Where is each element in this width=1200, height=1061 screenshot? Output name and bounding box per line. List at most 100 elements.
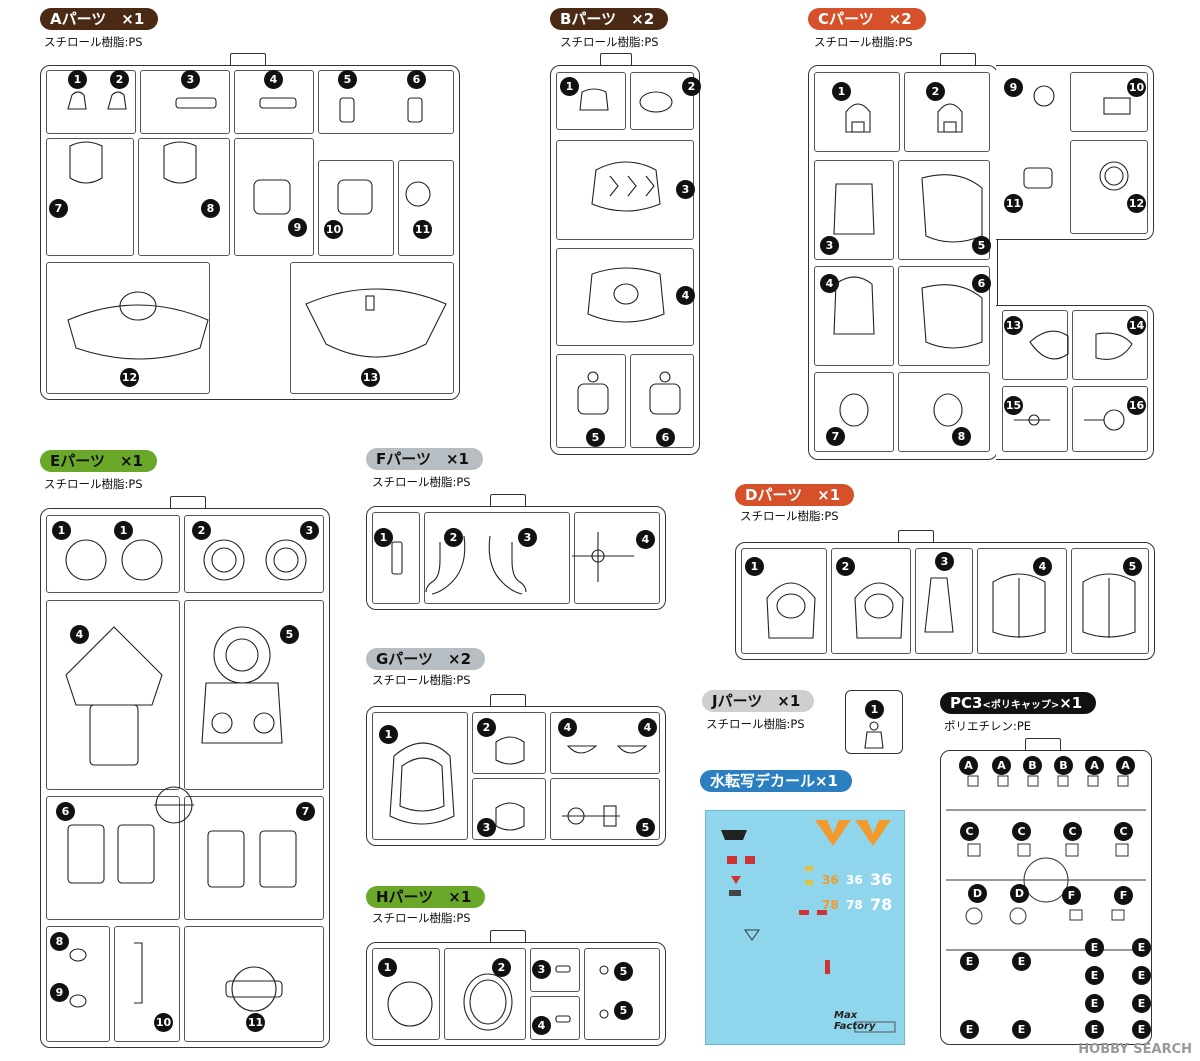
part-number: 1 xyxy=(560,77,579,96)
part-number: 1 xyxy=(865,700,884,719)
pc3-label-b: B xyxy=(1054,756,1073,775)
sheet-c-cell xyxy=(1070,72,1148,132)
part-number: 2 xyxy=(492,958,511,977)
part-shape xyxy=(389,736,648,831)
part-number: 3 xyxy=(820,236,839,255)
sheet-g-gate xyxy=(490,694,526,706)
part-number: 3 xyxy=(676,180,695,199)
sheet-h-frame xyxy=(366,942,666,1046)
sheet-a-cell xyxy=(138,138,230,256)
pc3-label-b: B xyxy=(1023,756,1042,775)
sheet-c-cell xyxy=(1070,140,1148,234)
part-shape xyxy=(833,85,1133,431)
part-number: 1 xyxy=(68,70,87,89)
part-number: 1 xyxy=(832,82,851,101)
sheet-d-cell xyxy=(741,548,827,654)
part-number: 12 xyxy=(120,368,139,387)
part-number: 4 xyxy=(1033,557,1052,576)
part-number: 9 xyxy=(1004,78,1023,97)
sheet-c-cell xyxy=(898,160,990,260)
part-number: 5 xyxy=(636,818,655,837)
sheet-b-cell xyxy=(630,72,694,130)
sheet-b-cell xyxy=(556,72,626,130)
part-number: 2 xyxy=(836,557,855,576)
sheet-c-label: Cパーツ ×2 xyxy=(808,8,926,30)
sheet-a-cell xyxy=(234,138,314,256)
part-number: 1 xyxy=(114,521,133,540)
sheet-a-cell xyxy=(46,138,134,256)
part-number: 2 xyxy=(926,82,945,101)
decal-number: 36 xyxy=(822,873,839,887)
part-number: 8 xyxy=(201,199,220,218)
part-number: 3 xyxy=(532,960,551,979)
part-number: 4 xyxy=(638,718,657,737)
sheet-c-cell xyxy=(1072,310,1148,380)
part-number: 4 xyxy=(70,625,89,644)
part-number: 4 xyxy=(676,286,695,305)
sheet-e-cell xyxy=(184,600,324,790)
pc3-label-e: E xyxy=(1085,966,1104,985)
sheet-h-cell xyxy=(372,948,440,1040)
sheet-e-cell xyxy=(46,926,110,1042)
pc3-sub: <ポリキャップ> xyxy=(982,700,1060,711)
sheet-g-label: Gパーツ ×2 xyxy=(366,648,486,670)
pc3-label-e: E xyxy=(1085,994,1104,1013)
sheet-a-cell xyxy=(290,262,454,394)
sheet-pc3-label: PC3<ポリキャップ>×1 xyxy=(940,692,1097,714)
part-number: 1 xyxy=(374,528,393,547)
part-number: 11 xyxy=(413,220,432,239)
pc3-label-a: A xyxy=(1085,756,1104,775)
part-number: 5 xyxy=(614,962,633,981)
sheet-d-cell xyxy=(1071,548,1149,654)
part-number: 10 xyxy=(154,1013,173,1032)
part-number: 1 xyxy=(378,958,397,977)
sheet-a-label: Aパーツ ×1 xyxy=(40,8,159,30)
sheet-h-cell xyxy=(584,948,660,1040)
pc3-label-e: E xyxy=(960,1020,979,1039)
decal-number: 36 xyxy=(846,873,863,887)
sheet-e-material: スチロール樹脂:PS xyxy=(44,477,143,491)
part-number: 4 xyxy=(264,70,283,89)
part-number: 13 xyxy=(361,368,380,387)
sheet-c-cell xyxy=(904,72,990,152)
part-number: 4 xyxy=(820,274,839,293)
pc3-label-f: F xyxy=(1114,886,1133,905)
decal-brand: Max Factory xyxy=(834,1010,876,1032)
part-number: 5 xyxy=(1123,557,1142,576)
part-number: 10 xyxy=(324,220,343,239)
part-number: 9 xyxy=(288,218,307,237)
sheet-d-cell xyxy=(915,548,973,654)
sheet-h-gate xyxy=(490,930,526,942)
part-number: 3 xyxy=(518,528,537,547)
sheet-c-material: スチロール樹脂:PS xyxy=(814,35,913,49)
sheet-d-material: スチロール樹脂:PS xyxy=(740,509,839,523)
part-shape xyxy=(67,91,447,360)
sheet-c-cell xyxy=(814,372,894,452)
sheet-a-material: スチロール樹脂:PS xyxy=(44,35,143,49)
part-number: 3 xyxy=(935,552,954,571)
sheet-b-cell xyxy=(630,354,694,448)
sheet-a-cell xyxy=(398,160,454,256)
part-shape xyxy=(577,88,681,415)
part-number: 6 xyxy=(972,274,991,293)
sheet-pc3-gate xyxy=(1025,738,1061,750)
pc3-label-e: E xyxy=(1085,938,1104,957)
sheet-g-cell xyxy=(550,778,660,840)
sheet-g-material: スチロール樹脂:PS xyxy=(372,673,471,687)
part-number: 4 xyxy=(558,718,577,737)
pc3-label-c: C xyxy=(1012,822,1031,841)
part-number: 5 xyxy=(586,428,605,447)
pc3-label-e: E xyxy=(1132,938,1151,957)
pc3-label-e: E xyxy=(1085,1020,1104,1039)
part-number: 6 xyxy=(656,428,675,447)
part-number: 11 xyxy=(1004,194,1023,213)
part-number: 3 xyxy=(300,521,319,540)
sheet-b-cell xyxy=(556,354,626,448)
sheet-e-cell xyxy=(114,926,180,1042)
sheet-e-gate xyxy=(170,496,206,508)
sheet-a-cell xyxy=(46,262,210,394)
part-number: 16 xyxy=(1127,396,1146,415)
pc3-label-e: E xyxy=(1132,1020,1151,1039)
part-number: 3 xyxy=(181,70,200,89)
pc3-label-e: E xyxy=(1132,966,1151,985)
